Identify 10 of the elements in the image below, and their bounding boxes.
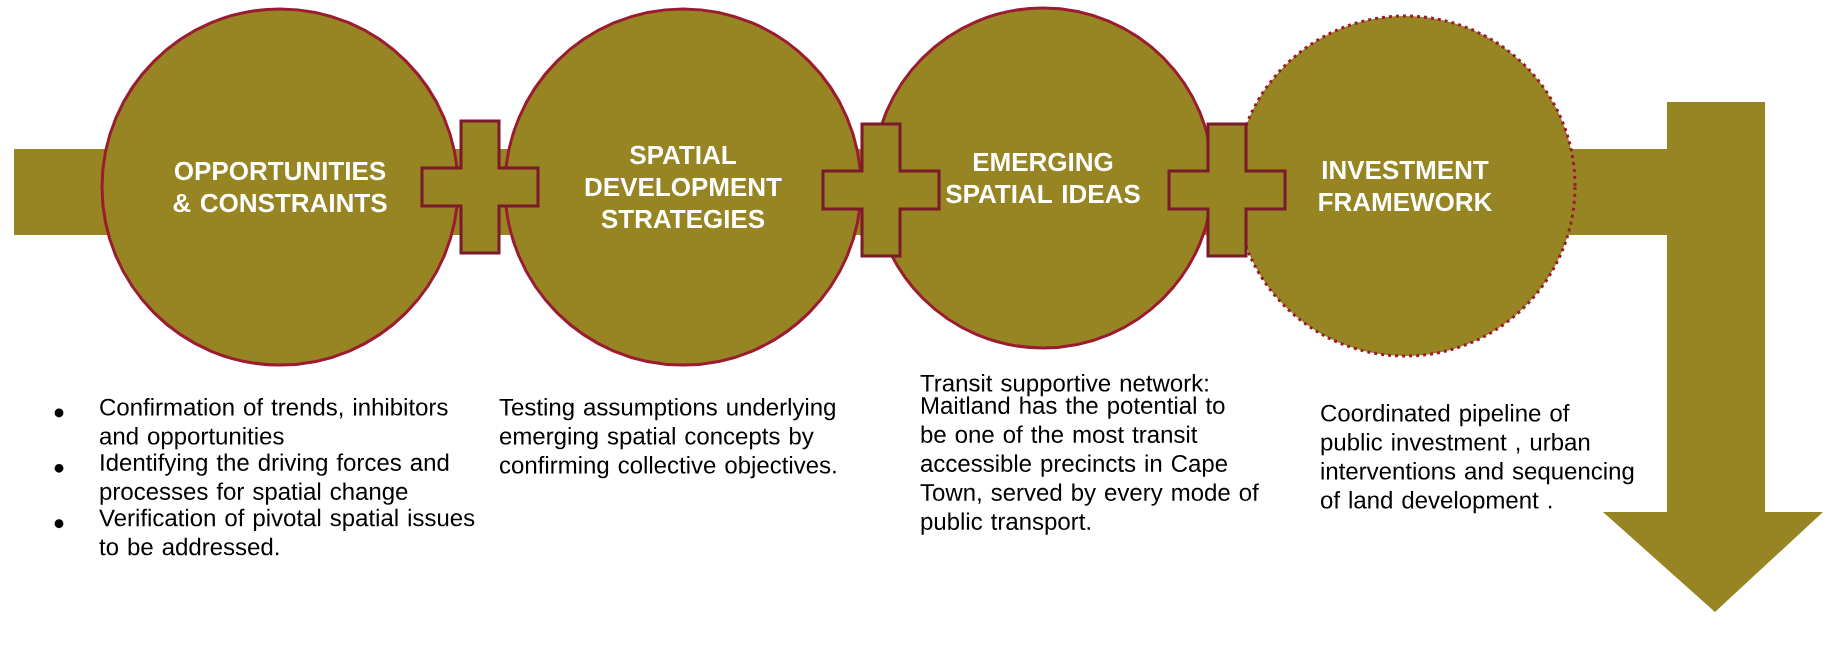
description-text: Confirmation of trends, inhibitors and opportunities [100,398,448,450]
description-text: Maitland has the potential to be one of the most transit accessible precincts in Cape Town, served by every mode of public transport. [920,396,1259,535]
plus-sign [821,122,941,258]
description-text: Testing assumptions underlying emerging spatial concepts by confirming collective objectives. [499,398,836,479]
plus-sign [1167,122,1287,258]
plus-sign [420,119,540,255]
description-text: Coordinated pipeline of public investment , urban interventions and sequencing of land development . [1321,404,1634,514]
description-text: Identifying the driving forces and processes for spatial change [100,453,449,505]
description-text: Verification of pivotal spatial issues to be addressed. [99,508,475,556]
description-text: Transit supportive network: [920,374,1208,397]
